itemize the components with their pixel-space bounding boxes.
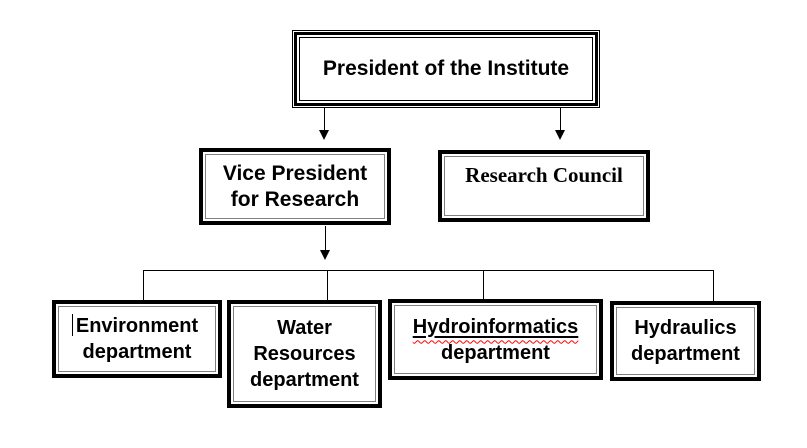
node-hydraulics-inner: Hydraulics department — [616, 307, 755, 375]
node-president-inner: President of the Institute — [299, 37, 593, 101]
text-cursor — [72, 314, 73, 336]
node-hydroinformatics-label-line2: department — [441, 341, 550, 364]
node-hydraulics-department[interactable]: Hydraulics department — [610, 301, 761, 381]
node-research-council-label: Research Council — [465, 163, 623, 187]
node-vice-president-label-line2: for Research — [230, 187, 360, 211]
connector-president-council-line — [560, 108, 561, 131]
node-water-resources-label-line3: department — [250, 369, 359, 391]
node-hydroinformatics-department[interactable]: Hydroinformatics department — [388, 299, 603, 380]
node-environment-label-line2: department — [82, 341, 192, 363]
node-water-resources-label-line1: Water — [277, 317, 332, 339]
node-environment-label-line1: Environment — [75, 315, 199, 337]
node-vice-president-label-line1: Vice President — [222, 161, 368, 185]
node-hydraulics-label-line2: department — [631, 343, 740, 365]
connector-drop-hydroinformatics — [483, 270, 484, 299]
connector-drop-water-resources — [327, 270, 328, 300]
node-president-label: President of the Institute — [322, 57, 570, 80]
node-water-resources-department[interactable]: Water Resources department — [227, 300, 382, 408]
node-hydraulics-label-line1: Hydraulics — [634, 317, 737, 339]
node-hydroinformatics-inner: Hydroinformatics department — [394, 305, 597, 374]
connector-drop-environment — [143, 270, 144, 300]
connector-drop-hydraulics — [713, 270, 714, 301]
node-vice-president[interactable]: Vice President for Research — [199, 148, 391, 225]
node-environment-department[interactable]: Environment department — [52, 300, 222, 378]
connector-vp-rail-arrowhead — [320, 250, 330, 260]
spellcheck-squiggle: Hydroinformatics — [413, 314, 579, 340]
connector-president-vp-arrowhead — [319, 130, 329, 140]
node-water-resources-label-line2: Resources — [253, 343, 356, 365]
node-president-border: President of the Institute — [294, 32, 598, 106]
connector-vp-rail-line — [325, 226, 326, 251]
node-hydroinformatics-label-line1: Hydroinformatics — [412, 315, 579, 338]
node-environment-inner: Environment department — [58, 306, 216, 372]
node-president[interactable]: President of the Institute — [292, 30, 600, 108]
connector-rail — [143, 270, 714, 271]
connector-president-vp-line — [324, 108, 325, 131]
node-vice-president-inner: Vice President for Research — [205, 154, 385, 219]
node-water-resources-inner: Water Resources department — [233, 306, 376, 402]
connector-president-council-arrowhead — [555, 130, 565, 140]
node-research-council[interactable]: Research Council — [438, 150, 650, 222]
node-research-council-inner: Research Council — [444, 156, 644, 216]
